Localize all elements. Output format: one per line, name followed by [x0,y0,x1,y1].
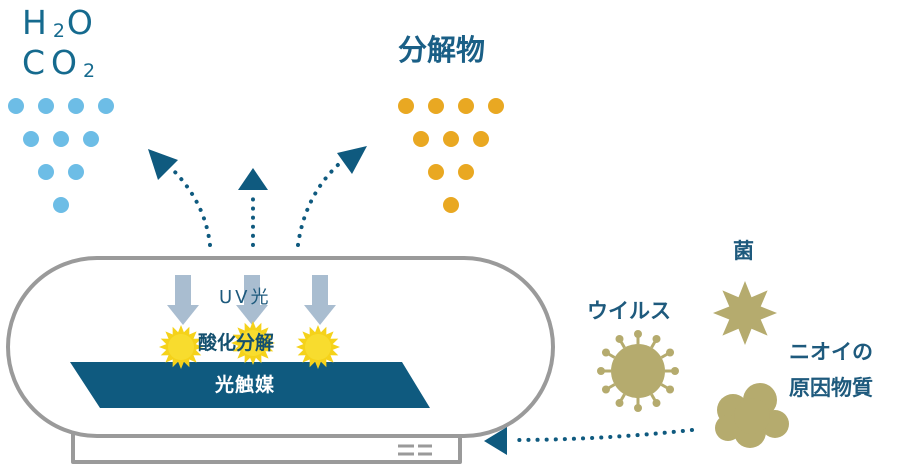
device-capsule [6,256,555,438]
co2-label: CO2 [22,46,97,81]
output-arrow-right [296,161,342,247]
uv-arrows [167,275,336,325]
arrowhead-right-icon [337,146,367,174]
decomposition-dot [458,164,474,180]
output-arrow-left [166,163,212,247]
h2o-co2-dot [68,164,84,180]
bacteria-label: 菌 [733,239,754,263]
decomposition-dot [428,164,444,180]
uv-light-label: UV光 [219,287,272,308]
odor-label-line-1: ニオイの [789,340,873,364]
h2o-subscript: 2 [52,20,67,42]
output-arrows [166,161,342,247]
h2o-letter-o: O [66,3,99,42]
h2o-co2-dot [53,131,69,147]
oxidative-decomposition-label: 酸化分解 [198,332,275,354]
uv-arrow-icon [304,275,336,325]
decomposition-dot [458,98,474,114]
photocatalyst-label: 光触媒 [215,374,276,396]
h2o-co2-dot [68,98,84,114]
h2o-co2-dot [83,131,99,147]
h2o-co2-dot [8,98,24,114]
vent-icon [398,444,432,456]
decomposition-dot [443,131,459,147]
arrowhead-center-icon [238,168,268,190]
h2o-co2-dot [53,197,69,213]
h2o-co2-dot [38,164,54,180]
decomposition-dot [398,98,414,114]
uv-bursts [159,321,340,369]
virus-label: ウイルス [587,299,671,323]
decomposition-dot [413,131,429,147]
virus-icon [597,330,679,412]
h2o-co2-dot [98,98,114,114]
input-arrow [510,428,694,442]
odor-label-line-2: 原因物質 [789,376,873,400]
sun-burst-icon [159,325,203,369]
output-arrowheads [148,146,367,190]
decomposition-dot [443,197,459,213]
blue-dot-triangle [8,98,114,213]
bacteria-star-icon [713,281,777,345]
input-arrowhead-icon [484,427,507,455]
photocatalyst-plate [70,362,430,408]
h2o-co2-dot [38,98,54,114]
sun-burst-icon [296,325,340,369]
co2-subscript: 2 [83,60,98,82]
h2o-label: H2O [22,6,99,41]
uv-arrow-icon [236,275,268,325]
h2o-co2-dot [23,131,39,147]
decomposition-dot [473,131,489,147]
odor-cloud-icon [715,383,789,448]
sun-burst-icon [231,321,275,365]
co2-letters: CO [22,43,84,82]
decomposition-dot [428,98,444,114]
uv-arrow-icon [167,275,199,325]
arrowhead-left-icon [148,149,178,180]
orange-dot-triangle [398,98,504,213]
h2o-letter-h: H [22,3,53,42]
decomposition-dot [488,98,504,114]
decomposition-products-label: 分解物 [398,33,486,67]
